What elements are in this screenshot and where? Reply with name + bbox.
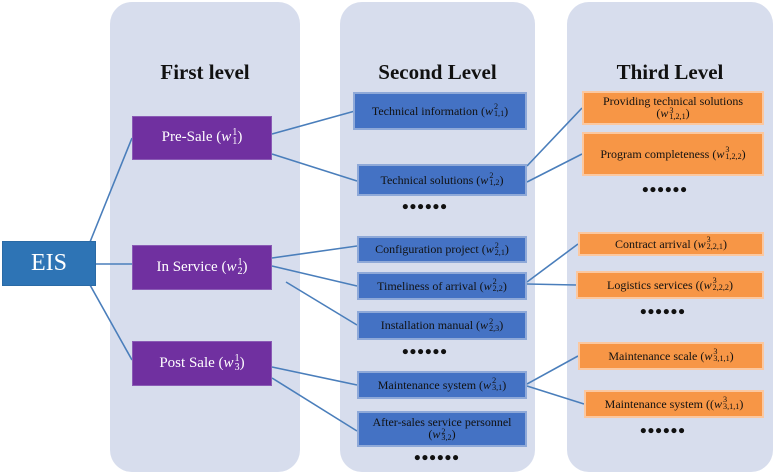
first-level-title: First level	[160, 60, 250, 84]
node-label: Technical information	[371, 103, 478, 118]
link-inservice-timeliness	[271, 265, 358, 287]
ellipsis-second-1: ••••••	[402, 197, 448, 218]
first-level-panel	[110, 2, 300, 472]
link-maint-system	[526, 385, 585, 405]
ellipsis-third-2: ••••••	[640, 302, 686, 323]
link-eis-postsale	[89, 284, 133, 361]
second-level-title: Second Level	[378, 60, 497, 84]
ellipsis-second-3: ••••••	[414, 448, 460, 469]
ellipsis-third-3: ••••••	[640, 421, 686, 442]
link-techsol-completeness	[526, 153, 583, 183]
node-label: After-sales service personnel	[372, 414, 512, 429]
root-node-eis: EIS	[2, 241, 96, 286]
node-label: Maintenance scale	[608, 348, 698, 363]
node-label: Providing technical solutions	[603, 93, 743, 108]
node-label: Timeliness of arrival	[377, 278, 477, 293]
link-techsol-providing	[526, 107, 583, 167]
node-label: Technical solutions	[380, 172, 474, 187]
link-presale-techsol	[271, 153, 358, 182]
ellipsis-third-1: ••••••	[642, 180, 688, 201]
node-label: Installation manual	[380, 318, 474, 333]
node-label: In Service	[156, 258, 218, 275]
link-maint-scale	[526, 355, 579, 385]
link-timeliness-logistics	[526, 283, 577, 286]
root-label: EIS	[31, 249, 67, 276]
node-label: Pre-Sale	[161, 129, 213, 146]
third-level-title: Third Level	[616, 60, 724, 84]
node-label: Maintenance system (	[604, 396, 710, 411]
link-inservice-manual	[285, 281, 358, 326]
node-label: Logistics services (	[607, 277, 700, 292]
link-postsale-aftersales	[271, 377, 358, 432]
link-inservice-config	[271, 245, 358, 259]
node-label: Maintenance system	[377, 377, 477, 392]
node-label: Configuration project	[375, 242, 479, 257]
link-timeliness-contract	[526, 243, 579, 283]
node-label: Post Sale	[159, 354, 215, 371]
node-label: Contract arrival	[615, 236, 691, 251]
link-presale-techinfo	[271, 110, 356, 135]
link-eis-presale	[89, 137, 133, 243]
node-label: Program completeness	[600, 146, 710, 161]
ellipsis-second-2: ••••••	[402, 342, 448, 363]
link-postsale-maint	[271, 366, 358, 386]
